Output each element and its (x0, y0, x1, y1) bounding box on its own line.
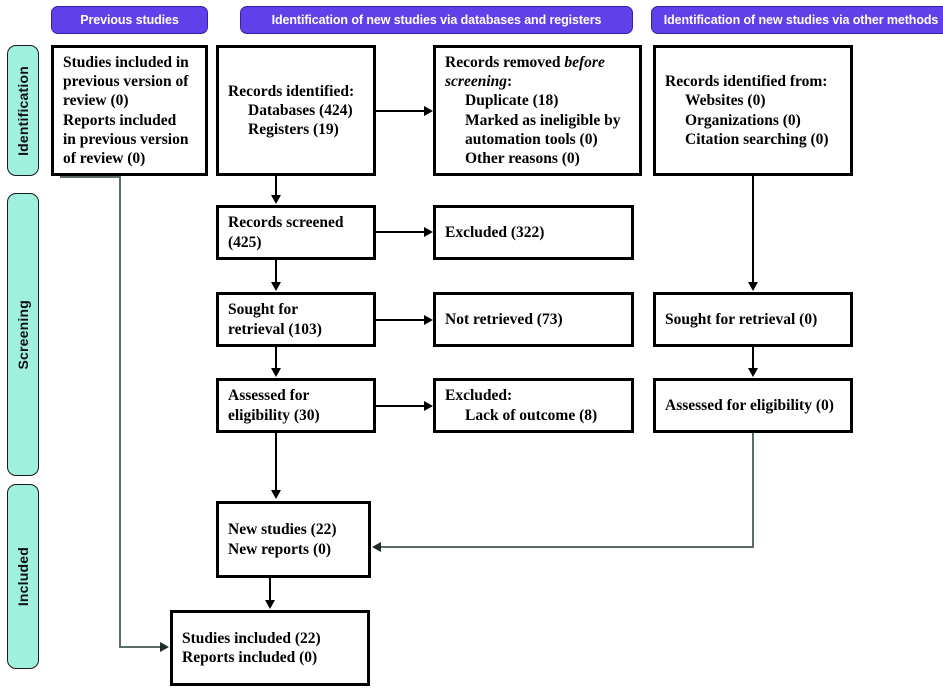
box-total-included: Studies included (22) Reports included (… (170, 610, 370, 686)
header-databases-registers: Identification of new studies via databa… (240, 6, 633, 34)
records-removed-duplicate: Duplicate (18) (465, 92, 559, 110)
not-retrieved-line1: Not retrieved (73) (445, 310, 563, 328)
connector-assessed-to-newstudies (275, 433, 277, 491)
records-identified-other-organizations: Organizations (0) (685, 111, 801, 129)
sought-retrieval-other-line1: Sought for retrieval (0) (665, 310, 818, 328)
connector-screened-to-sought (275, 260, 277, 283)
records-screened-line1: Records screened (228, 214, 344, 232)
previous-studies-line1: Studies included in (63, 54, 189, 72)
connector-assessed-to-excluded (376, 405, 424, 407)
previous-studies-line6: of review (0) (63, 149, 146, 167)
records-identified-databases: Databases (424) (248, 101, 353, 119)
arrowhead-other-assessed-to-newstudies (372, 542, 381, 552)
excluded-screened-line1: Excluded (322) (445, 223, 545, 241)
new-studies-line2: New reports (0) (228, 540, 332, 558)
sought-retrieval-line1: Sought for (228, 301, 299, 319)
arrowhead-other-sought-to-assessed (748, 368, 758, 377)
header-other-methods: Identification of new studies via other … (651, 6, 943, 34)
records-removed-ineligible-2: automation tools (0) (465, 130, 598, 148)
box-excluded-eligibility: Excluded: Lack of outcome (8) (433, 378, 634, 433)
arrowhead-identified-to-screened (271, 195, 281, 204)
box-records-identified: Records identified: Databases (424) Regi… (216, 45, 376, 176)
arrowhead-newstudies-to-total (265, 600, 275, 609)
records-removed-other: Other reasons (0) (465, 149, 580, 167)
arrowhead-assessed-to-newstudies (271, 490, 281, 499)
connector-newstudies-to-total (269, 578, 271, 601)
connector-sought-to-assessed (275, 347, 277, 369)
connector-other-sought-to-assessed (752, 347, 754, 369)
excluded-eligibility-heading: Excluded: (445, 387, 513, 405)
records-identified-other-websites: Websites (0) (685, 92, 766, 110)
box-new-studies: New studies (22) New reports (0) (216, 501, 371, 578)
box-assessed-eligibility-other: Assessed for eligibility (0) (653, 378, 853, 433)
connector-other-assessed-down (752, 433, 754, 548)
arrowhead-assessed-to-excluded (424, 401, 433, 411)
sought-retrieval-line2: retrieval (103) (228, 320, 322, 338)
connector-sought-to-notretrieved (376, 319, 424, 321)
records-removed-heading-line2: screening: (445, 72, 630, 91)
box-assessed-eligibility: Assessed for eligibility (30) (216, 378, 376, 433)
box-excluded-screened: Excluded (322) (433, 205, 634, 260)
previous-studies-line4: Reports included (63, 111, 177, 129)
arrowhead-screened-to-excluded (424, 227, 433, 237)
box-sought-retrieval: Sought for retrieval (103) (216, 292, 376, 347)
connector-identified-to-screened (275, 176, 277, 196)
box-records-removed: Records removed before screening: Duplic… (433, 45, 642, 176)
records-removed-heading-italic2: screening (445, 73, 507, 91)
records-identified-registers: Registers (19) (248, 121, 339, 139)
excluded-eligibility-reason: Lack of outcome (8) (465, 406, 598, 424)
records-removed-heading-line1: Records removed before (445, 53, 630, 72)
records-identified-other-citation: Citation searching (0) (685, 130, 829, 148)
header-databases-registers-label: Identification of new studies via databa… (271, 13, 602, 27)
arrowhead-previous-to-total (160, 642, 169, 652)
previous-studies-line3: review (0) (63, 92, 129, 110)
connector-screened-to-excluded (376, 231, 424, 233)
assessed-eligibility-line2: eligibility (30) (228, 406, 320, 424)
box-sought-retrieval-other: Sought for retrieval (0) (653, 292, 853, 347)
header-other-methods-label: Identification of new studies via other … (663, 13, 939, 27)
box-records-screened: Records screened (425) (216, 205, 376, 260)
records-removed-heading-post: : (507, 73, 513, 91)
box-previous-studies: Studies included in previous version of … (51, 45, 208, 176)
previous-studies-line2: previous version of (63, 73, 189, 91)
header-previous-studies: Previous studies (51, 6, 208, 34)
assessed-eligibility-other-line1: Assessed for eligibility (0) (665, 396, 834, 414)
stage-identification-label: Identification (15, 65, 31, 156)
arrowhead-sought-to-assessed (271, 368, 281, 377)
arrowhead-screened-to-sought (271, 282, 281, 291)
records-identified-other-heading: Records identified from: (665, 73, 828, 91)
records-removed-heading-pre: Records removed (445, 54, 565, 72)
header-previous-studies-label: Previous studies (80, 13, 179, 27)
box-not-retrieved: Not retrieved (73) (433, 292, 634, 347)
records-removed-heading-italic: before (564, 54, 605, 72)
connector-previous-down (119, 176, 121, 647)
connector-previous-right (119, 646, 161, 648)
connector-other-assessed-left (381, 546, 754, 548)
new-studies-line1: New studies (22) (228, 521, 337, 539)
stage-screening: Screening (7, 193, 39, 476)
arrowhead-identified-to-removed (424, 106, 433, 116)
records-screened-line2: (425) (228, 233, 262, 251)
stage-included: Included (7, 484, 39, 669)
records-removed-ineligible-1: Marked as ineligible by (465, 111, 621, 129)
previous-studies-line5: in previous version (63, 130, 189, 148)
connector-identified-to-removed (376, 110, 424, 112)
total-included-line1: Studies included (22) (182, 629, 321, 647)
assessed-eligibility-line1: Assessed for (228, 387, 310, 405)
arrowhead-other-identified-to-sought (748, 282, 758, 291)
stage-included-label: Included (15, 546, 31, 607)
connector-other-identified-to-sought (752, 176, 754, 283)
arrowhead-sought-to-notretrieved (424, 315, 433, 325)
records-identified-heading: Records identified: (228, 82, 355, 100)
connector-previous-top (60, 176, 121, 178)
stage-screening-label: Screening (15, 299, 31, 370)
total-included-line2: Reports included (0) (182, 649, 318, 666)
stage-identification: Identification (7, 45, 39, 176)
box-records-identified-other: Records identified from: Websites (0) Or… (653, 45, 853, 176)
